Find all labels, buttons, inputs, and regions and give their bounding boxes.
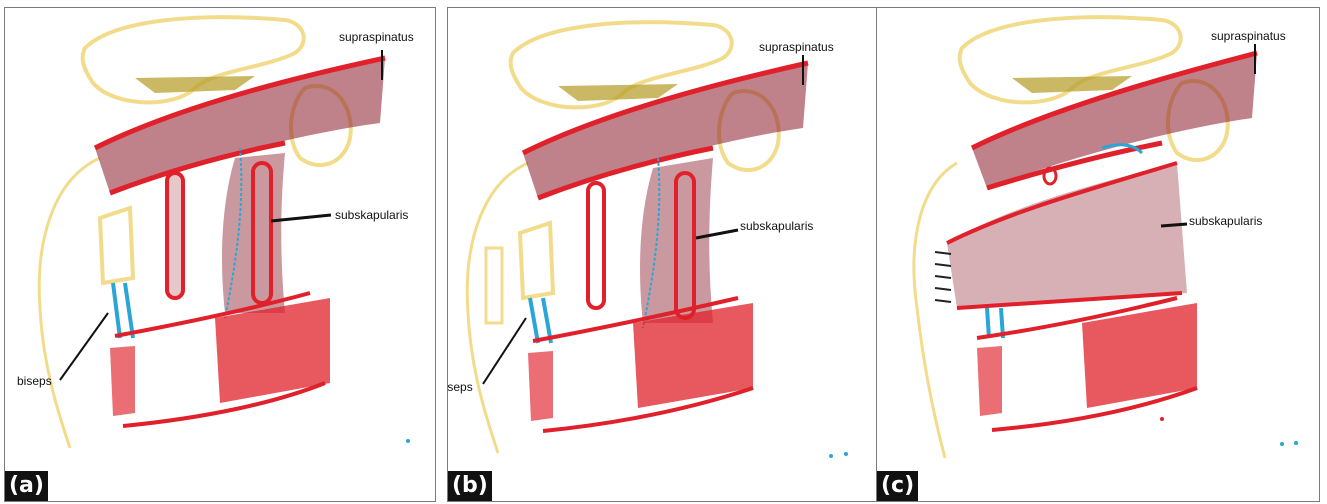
panel-c: supraspinatus subskapularis (c) <box>876 7 1320 502</box>
subscapularis-strip-1-outline <box>588 183 604 308</box>
pectoral-fibers-left <box>528 351 553 421</box>
humerus-outline <box>39 158 100 448</box>
supraspinatus-label: supraspinatus <box>1211 29 1286 43</box>
panel-a: supraspinatus subskapularis biseps (a) <box>4 7 436 502</box>
biceps-tendon-displaced <box>486 248 502 323</box>
subskapularis-pointer <box>1161 224 1187 226</box>
shoulder-illustration-c <box>877 8 1320 502</box>
biceps-tendon-bone <box>100 208 133 283</box>
biceps-tendon-2 <box>125 283 133 338</box>
supraspinatus-label: supraspinatus <box>339 30 414 44</box>
humerus-outline <box>914 163 957 458</box>
supraspinatus-label: supraspinatus <box>759 40 834 54</box>
pectoral-fibers-left <box>110 346 135 416</box>
subskapularis-label: subskapularis <box>335 208 408 222</box>
biseps-label: biseps <box>17 374 52 388</box>
pectoral-fibers-left <box>977 346 1002 416</box>
blue-dot <box>406 439 410 443</box>
biseps-label: biseps <box>447 380 473 394</box>
supraspinatus-muscle <box>972 53 1257 188</box>
blue-dot <box>1280 442 1284 446</box>
subskapularis-label: subskapularis <box>740 219 813 233</box>
blue-dot <box>844 452 848 456</box>
biceps-tendon-1 <box>113 283 120 338</box>
shoulder-illustration-a <box>5 8 436 502</box>
panel-tag: (a) <box>5 471 48 501</box>
biseps-pointer <box>60 313 108 380</box>
blue-dot <box>829 454 833 458</box>
humerus-outline <box>467 163 528 453</box>
panel-tag: (c) <box>877 471 918 501</box>
biceps-tendon-bone <box>520 223 553 298</box>
coracoacromial-ligament <box>1012 76 1132 93</box>
panel-tag: (b) <box>448 471 492 501</box>
biseps-pointer <box>483 318 526 384</box>
subscapularis-transferred <box>947 163 1187 308</box>
subskapularis-label: subskapularis <box>1189 214 1262 228</box>
coracoacromial-ligament <box>135 76 255 93</box>
shoulder-illustration-b <box>448 8 879 502</box>
panel-b: supraspinatus subskapularis biseps (b) <box>447 7 879 502</box>
suture-marks <box>935 252 951 302</box>
biceps-tendon-1 <box>530 298 538 343</box>
biceps-tendon-1 <box>987 308 989 338</box>
red-dot <box>1160 417 1164 421</box>
blue-dot <box>1294 441 1298 445</box>
